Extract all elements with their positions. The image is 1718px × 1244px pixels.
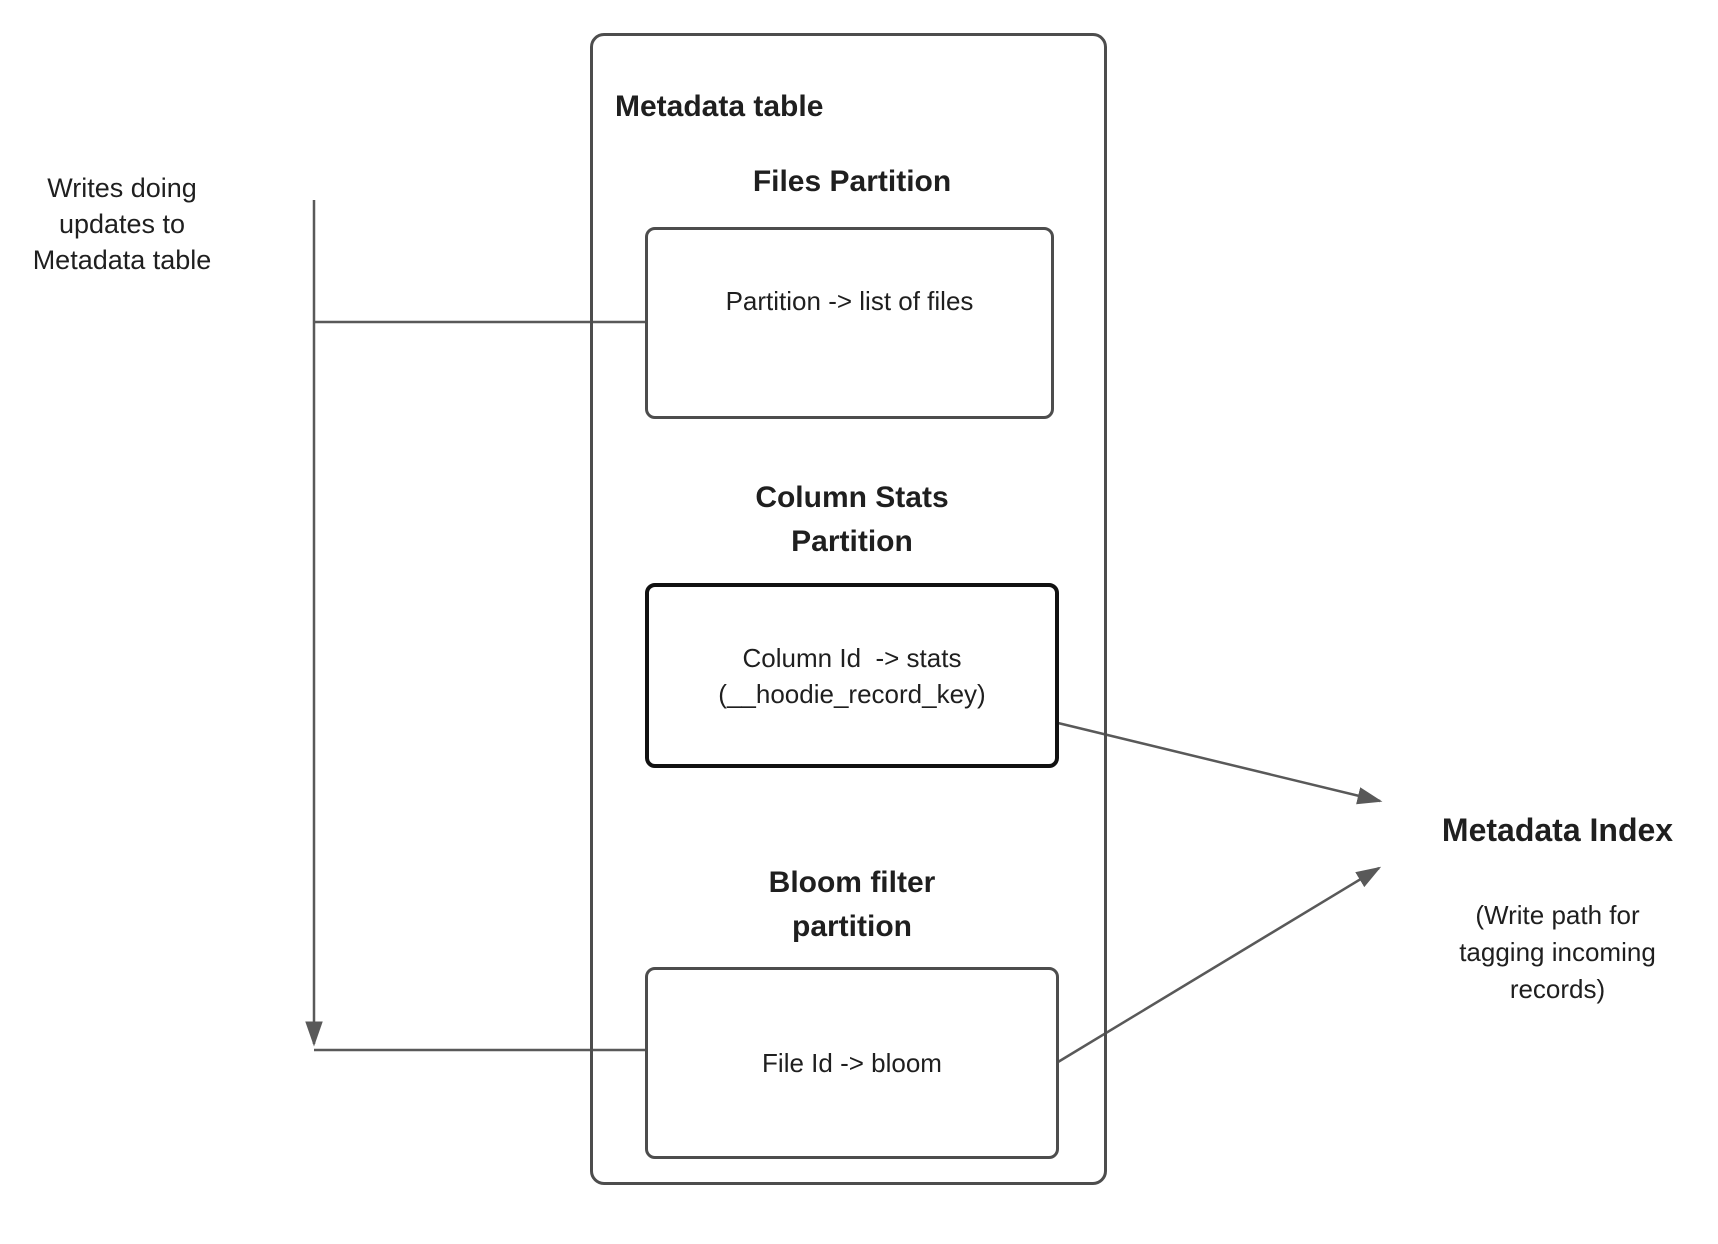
column-stats-value: Column Id -> stats (__hoodie_record_key)	[718, 642, 986, 709]
files-partition-box: Partition -> list of files	[645, 227, 1054, 419]
files-partition-heading: Files Partition	[752, 165, 952, 198]
metadata-index-title: Metadata Index	[1441, 812, 1674, 848]
files-partition-value: Partition -> list of files	[725, 286, 974, 316]
bloom-filter-value: File Id -> bloom	[762, 1048, 942, 1078]
bloom-filter-heading: Bloom filter partition	[768, 866, 936, 943]
column-stats-heading: Column Stats Partition	[755, 481, 949, 558]
column-stats-box: Column Id -> stats (__hoodie_record_key)	[645, 583, 1059, 768]
writes-annotation: Writes doing updates to Metadata table	[32, 173, 212, 275]
metadata-index-subtitle: (Write path for tagging incoming records…	[1459, 900, 1656, 1004]
metadata-table-box	[590, 33, 1107, 1185]
metadata-table-title: Metadata table	[615, 90, 824, 123]
bloom-filter-box: File Id -> bloom	[645, 967, 1059, 1159]
